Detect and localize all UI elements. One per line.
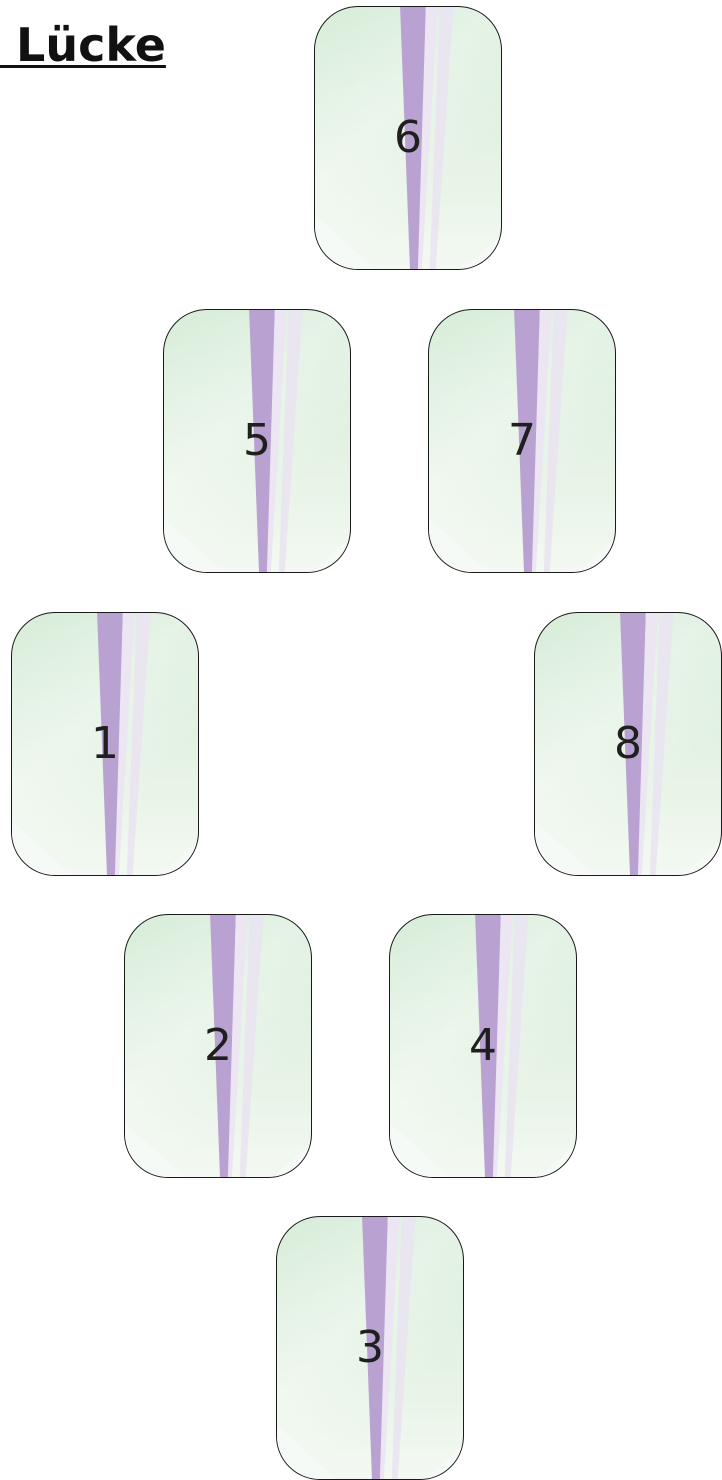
card-back-pattern bbox=[164, 310, 350, 572]
card-6[interactable]: 6 bbox=[314, 6, 502, 270]
card-back-pattern bbox=[535, 613, 721, 875]
card-back-pattern bbox=[12, 613, 198, 875]
card-8[interactable]: 8 bbox=[534, 612, 722, 876]
card-1[interactable]: 1 bbox=[11, 612, 199, 876]
card-2[interactable]: 2 bbox=[124, 914, 312, 1178]
card-5[interactable]: 5 bbox=[163, 309, 351, 573]
card-back-pattern bbox=[390, 915, 576, 1177]
card-back-pattern bbox=[315, 7, 501, 269]
card-3[interactable]: 3 bbox=[276, 1216, 464, 1480]
page-title: Lücke bbox=[0, 18, 188, 72]
card-4[interactable]: 4 bbox=[389, 914, 577, 1178]
card-7[interactable]: 7 bbox=[428, 309, 616, 573]
card-back-pattern bbox=[125, 915, 311, 1177]
card-back-pattern bbox=[277, 1217, 463, 1479]
card-back-pattern bbox=[429, 310, 615, 572]
